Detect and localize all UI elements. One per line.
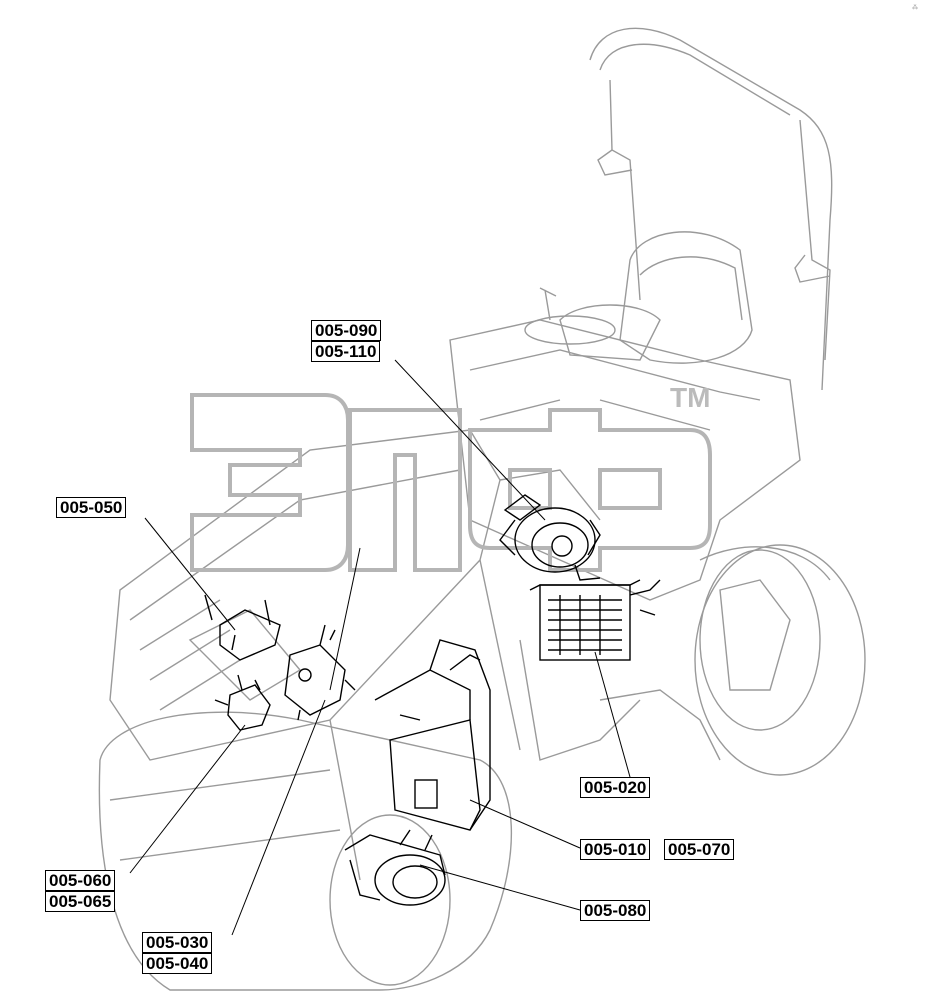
trademark-mark: TM: [670, 382, 711, 413]
steering-wheel: [524, 315, 616, 345]
callout-005-010[interactable]: 005-010: [580, 839, 651, 860]
leader-005-080: [419, 864, 581, 911]
operator-seat: [619, 231, 753, 364]
callout-005-080[interactable]: 005-080: [580, 900, 651, 921]
pump-lower: [344, 829, 446, 906]
callout-005-090[interactable]: 005-090: [311, 320, 382, 341]
front-drum: [98, 711, 513, 991]
leader-005-060: [129, 724, 246, 874]
pump-upper: [499, 494, 601, 581]
leader-005-020: [594, 651, 631, 778]
chassis-body: [449, 319, 801, 601]
oil-cooler: [529, 579, 661, 661]
callout-005-030[interactable]: 005-030: [142, 932, 213, 953]
corner-glyph: ⁂: [912, 5, 918, 11]
valve-group-upper: [204, 594, 281, 661]
callout-005-020[interactable]: 005-020: [580, 777, 651, 798]
valve-block: [284, 624, 356, 721]
callout-005-050[interactable]: 005-050: [56, 497, 127, 518]
leader-005-030: [231, 699, 326, 936]
roller-machine-outline: [98, 27, 866, 991]
leader-005-010: [469, 799, 581, 849]
callout-005-060[interactable]: 005-060: [45, 870, 116, 891]
leader-005-030-b: [329, 547, 361, 691]
rops-frame: [589, 27, 833, 391]
hydraulic-tank: [374, 639, 491, 831]
components: [204, 494, 661, 906]
callout-005-040[interactable]: 005-040: [142, 953, 213, 974]
leader-005-050: [144, 517, 236, 631]
callout-005-065[interactable]: 005-065: [45, 891, 116, 912]
rear-drum: [694, 544, 866, 776]
watermark-logo: [190, 393, 712, 572]
leader-lines: [129, 359, 631, 936]
leader-005-090: [394, 359, 546, 521]
valve-group-lower: [214, 674, 271, 731]
callout-005-070[interactable]: 005-070: [664, 839, 735, 860]
callout-005-110[interactable]: 005-110: [311, 341, 381, 362]
